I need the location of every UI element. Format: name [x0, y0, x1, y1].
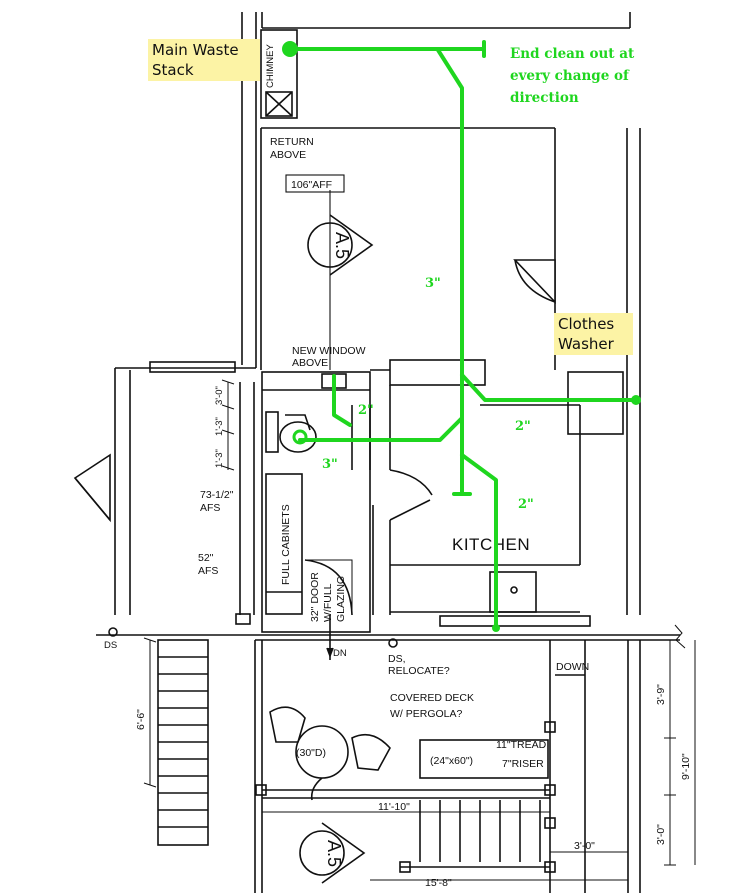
afs-52-line1: 52": [198, 552, 214, 564]
pipe-size-toilet: 3": [322, 457, 338, 472]
return-above-line2: ABOVE: [270, 149, 306, 161]
pipe-size-washer: 2": [515, 419, 531, 434]
main-waste-stack-line1: Main Waste: [152, 41, 239, 59]
covered-deck-line2: W/ PERGOLA?: [390, 708, 463, 720]
full-cabinets-label: FULL CABINETS: [280, 504, 292, 585]
afs-73-line1: 73-1/2": [200, 489, 234, 501]
cleanout-note-line2: every change of: [510, 68, 630, 84]
cleanout-note-line3: direction: [510, 90, 579, 106]
kitchen-label: KITCHEN: [452, 535, 530, 554]
table-30-label: (30"D): [296, 747, 326, 759]
plan-labels: CHIMNEY RETURN ABOVE 106"AFF A.5 NEW WIN…: [104, 44, 692, 889]
ds-relocate-line2: RELOCATE?: [388, 665, 450, 677]
return-above-line1: RETURN: [270, 136, 314, 148]
riser-label: 7"RISER: [502, 758, 544, 770]
aff-106-label: 106"AFF: [291, 179, 332, 191]
ds-relocate-line1: DS,: [388, 653, 406, 665]
main-waste-stack-line2: Stack: [152, 61, 194, 79]
door-32-line2: W/FULL: [322, 583, 334, 622]
afs-52-line2: AFS: [198, 565, 218, 577]
main-waste-stack-dot: [282, 41, 298, 57]
table-24x60-label: (24"x60"): [430, 755, 473, 767]
pipe-size-main: 3": [425, 276, 441, 291]
ds-left-label: DS: [104, 640, 117, 651]
new-window-line1: NEW WINDOW: [292, 345, 366, 357]
dim-left-b: 1'-3": [214, 417, 225, 436]
section-tag-upper: A.5: [332, 232, 352, 259]
dim-3-9: 3'-9": [655, 684, 667, 705]
down-label: DOWN: [556, 661, 589, 673]
section-tag-lower: A.5: [324, 840, 344, 867]
new-window-line2: ABOVE: [292, 357, 328, 369]
cleanout-note-line1: End clean out at: [510, 46, 635, 62]
clothes-washer-line1: Clothes: [558, 315, 615, 333]
chimney-label: CHIMNEY: [265, 44, 276, 88]
clothes-washer-line2: Washer: [558, 335, 614, 353]
pipe-size-sink: 2": [518, 497, 534, 512]
tread-label: 11"TREAD: [496, 739, 547, 751]
door-32-line1: 32" DOOR: [309, 572, 321, 622]
pipe-size-window-branch: 2": [358, 403, 374, 418]
sink-connection-dot: [492, 624, 500, 632]
plan-linework: [73, 12, 696, 893]
dim-left-a: 1'-3": [214, 449, 225, 468]
waste-piping: [288, 40, 638, 630]
afs-73-line2: AFS: [200, 502, 220, 514]
covered-deck-line1: COVERED DECK: [390, 692, 474, 704]
toilet-connection: [292, 429, 308, 445]
dim-11-10: 11'-10": [378, 801, 410, 813]
door-32-line3: GLAZING: [335, 576, 347, 622]
washer-connection-dot: [631, 395, 641, 405]
dim-left-c: 3'-0": [214, 386, 225, 405]
dn-label: DN: [333, 648, 347, 659]
dim-15-8: 15'-8": [425, 877, 452, 889]
dim-6-6: 6'-6": [135, 709, 147, 730]
dim-3-0-horizontal: 3'-0": [574, 840, 595, 852]
dim-3-0-vertical: 3'-0": [655, 824, 667, 845]
main-waste-stack-callout: Main Waste Stack: [148, 39, 260, 81]
dim-9-10: 9'-10": [680, 753, 692, 780]
clothes-washer-callout: Clothes Washer: [554, 313, 633, 355]
